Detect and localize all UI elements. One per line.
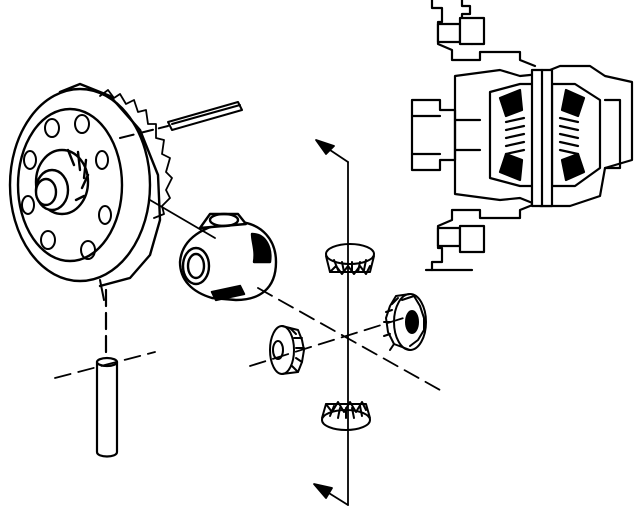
case-axis-dashed (257, 287, 441, 391)
shaft-axis-dashed (54, 351, 156, 379)
ring-gear-teeth (99, 89, 173, 219)
ring-gear-leader (149, 199, 216, 239)
side-gear-right (383, 293, 427, 351)
pinion-gear-top (325, 243, 375, 275)
bottom-arrowhead (313, 483, 333, 499)
pinion-shaft (95, 288, 119, 458)
lock-pin (119, 101, 243, 139)
pinion-gear-bottom (321, 401, 371, 431)
ring-gear-with-carrier (8, 82, 173, 301)
side-gear-left (269, 325, 305, 375)
differential-case (178, 212, 278, 302)
top-arrowhead (315, 139, 335, 155)
side-gear-axis-dashed (249, 315, 411, 367)
assembly-axis-lines (54, 139, 441, 506)
assembled-differential-section (410, 0, 634, 272)
ring-gear-bolt-holes (21, 114, 112, 260)
